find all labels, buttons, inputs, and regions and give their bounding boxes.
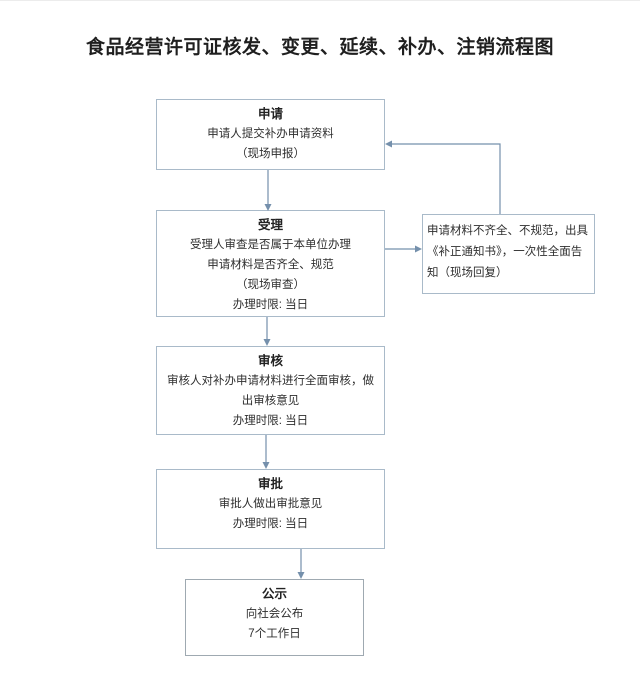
box-review-line-1: 审核人对补办申请材料进行全面审核，做出审核意见 (167, 375, 374, 407)
side-note-text: 申请材料不齐全、不规范，出具《补正通知书》，一次性全面告知（现场回复） (427, 225, 588, 279)
flow-box-review: 审核 审核人对补办申请材料进行全面审核，做出审核意见 办理时限: 当日 (156, 346, 385, 435)
flowchart-title: 食品经营许可证核发、变更、延续、补办、注销流程图 (85, 37, 554, 58)
side-note-box: 申请材料不齐全、不规范，出具《补正通知书》，一次性全面告知（现场回复） (422, 214, 595, 294)
box-apply-line-1: 申请人提交补办申请资料 (207, 128, 334, 140)
box-review-title: 审核 (257, 354, 283, 368)
box-publicity-title: 公示 (261, 587, 287, 601)
elbow-arrow-side-note-to-apply (385, 140, 501, 214)
arrow-approve-to-publicity (297, 549, 305, 579)
box-apply-line-2: （现场申报） (236, 148, 305, 160)
box-accept-line-3: （现场审查） (236, 279, 305, 291)
flow-box-approve: 审批 审批人做出审批意见 办理时限: 当日 (156, 469, 385, 549)
box-accept-line-2: 申请材料是否齐全、规范 (207, 259, 334, 271)
box-apply-title: 申请 (257, 107, 283, 121)
arrow-accept-to-review (263, 317, 271, 346)
flow-box-accept: 受理 受理人审查是否属于本单位办理 申请材料是否齐全、规范 （现场审查） 办理时… (156, 210, 385, 317)
box-accept-title: 受理 (257, 218, 283, 232)
arrow-review-to-approve (262, 435, 270, 469)
flow-box-apply: 申请 申请人提交补办申请资料 （现场申报） (156, 99, 385, 170)
box-approve-title: 审批 (257, 477, 283, 491)
box-accept-line-4: 办理时限: 当日 (232, 299, 309, 311)
arrow-apply-to-accept (264, 170, 272, 211)
box-publicity-line-2: 7个工作日 (248, 628, 301, 640)
arrow-accept-to-side-note (385, 245, 422, 253)
box-review-line-2: 办理时限: 当日 (232, 415, 309, 427)
box-publicity-line-1: 向社会公布 (245, 608, 304, 620)
flow-box-publicity: 公示 向社会公布 7个工作日 (185, 579, 364, 656)
box-approve-line-1: 审批人做出审批意见 (218, 498, 323, 510)
box-approve-line-2: 办理时限: 当日 (232, 518, 309, 530)
box-accept-line-1: 受理人审查是否属于本单位办理 (190, 239, 351, 251)
